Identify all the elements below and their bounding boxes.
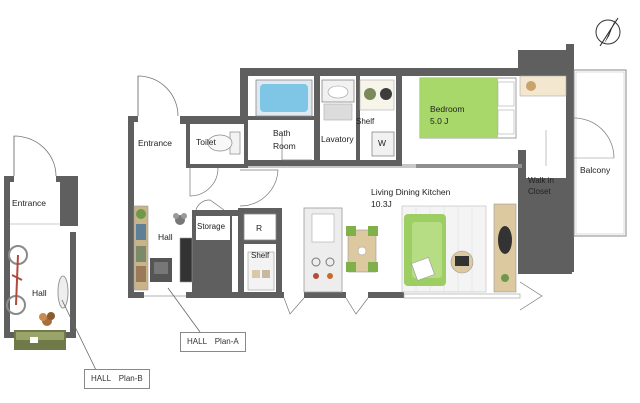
label-storage: Storage bbox=[197, 222, 226, 231]
leader-line-a bbox=[167, 287, 201, 333]
toilet-icon bbox=[207, 131, 241, 155]
bed-icon bbox=[419, 77, 517, 139]
label-shelf-top: Shelf bbox=[356, 117, 375, 126]
chair-icon bbox=[150, 258, 172, 282]
dresser-icon bbox=[519, 75, 567, 97]
bench-icon bbox=[14, 330, 66, 350]
kitchen-counter-icon bbox=[303, 207, 343, 293]
label-walk-in: Walk in bbox=[528, 176, 554, 185]
mirror-icon bbox=[57, 275, 69, 309]
washer-icon bbox=[371, 131, 395, 157]
label-ldk-size: 10.3J bbox=[371, 199, 392, 209]
shelf-kitchen-icon bbox=[247, 251, 275, 291]
shelf-top-icon bbox=[359, 79, 395, 111]
dining-table-icon bbox=[346, 226, 378, 273]
label-balcony: Balcony bbox=[580, 165, 611, 175]
shoe-cabinet-icon bbox=[133, 205, 149, 291]
label-room: Room bbox=[273, 141, 296, 151]
label-hall-a: Hall bbox=[158, 232, 173, 242]
label-bath: Bath bbox=[273, 128, 291, 138]
label-hall-b: Hall bbox=[32, 288, 47, 298]
side-table-icon bbox=[450, 250, 474, 274]
label-toilet: Toilet bbox=[196, 137, 216, 147]
label-ldk: Living Dining Kitchen bbox=[371, 187, 451, 197]
hall-plan-b bbox=[4, 135, 78, 350]
label-lavatory: Lavatory bbox=[321, 134, 354, 144]
plant-icon bbox=[173, 213, 187, 225]
label-closet: Closet bbox=[528, 187, 551, 196]
sofa-icon bbox=[404, 214, 446, 286]
note-hall-plan-b: HALL Plan-B bbox=[84, 369, 150, 389]
leader-line-b bbox=[61, 299, 97, 371]
tv-board-icon bbox=[493, 203, 517, 293]
plant-icon bbox=[39, 312, 55, 326]
label-shelf-kitchen: Shelf bbox=[251, 251, 270, 260]
label-entrance-a: Entrance bbox=[138, 138, 173, 148]
bicycle-icon bbox=[6, 245, 28, 315]
label-refrigerator: R bbox=[256, 223, 263, 233]
main-plan bbox=[61, 17, 627, 371]
refrigerator-icon bbox=[243, 213, 277, 241]
label-bedroom: Bedroom bbox=[430, 104, 465, 114]
label-bedroom-size: 5.0 J bbox=[430, 116, 449, 126]
shelf-hall-icon bbox=[179, 237, 193, 283]
bathtub-icon bbox=[255, 79, 313, 117]
sink-icon bbox=[321, 79, 355, 121]
note-hall-plan-a: HALL Plan-A bbox=[180, 332, 246, 352]
label-washer: W bbox=[378, 138, 387, 148]
north-arrow-icon bbox=[595, 17, 621, 47]
label-entrance-b: Entrance bbox=[12, 198, 47, 208]
